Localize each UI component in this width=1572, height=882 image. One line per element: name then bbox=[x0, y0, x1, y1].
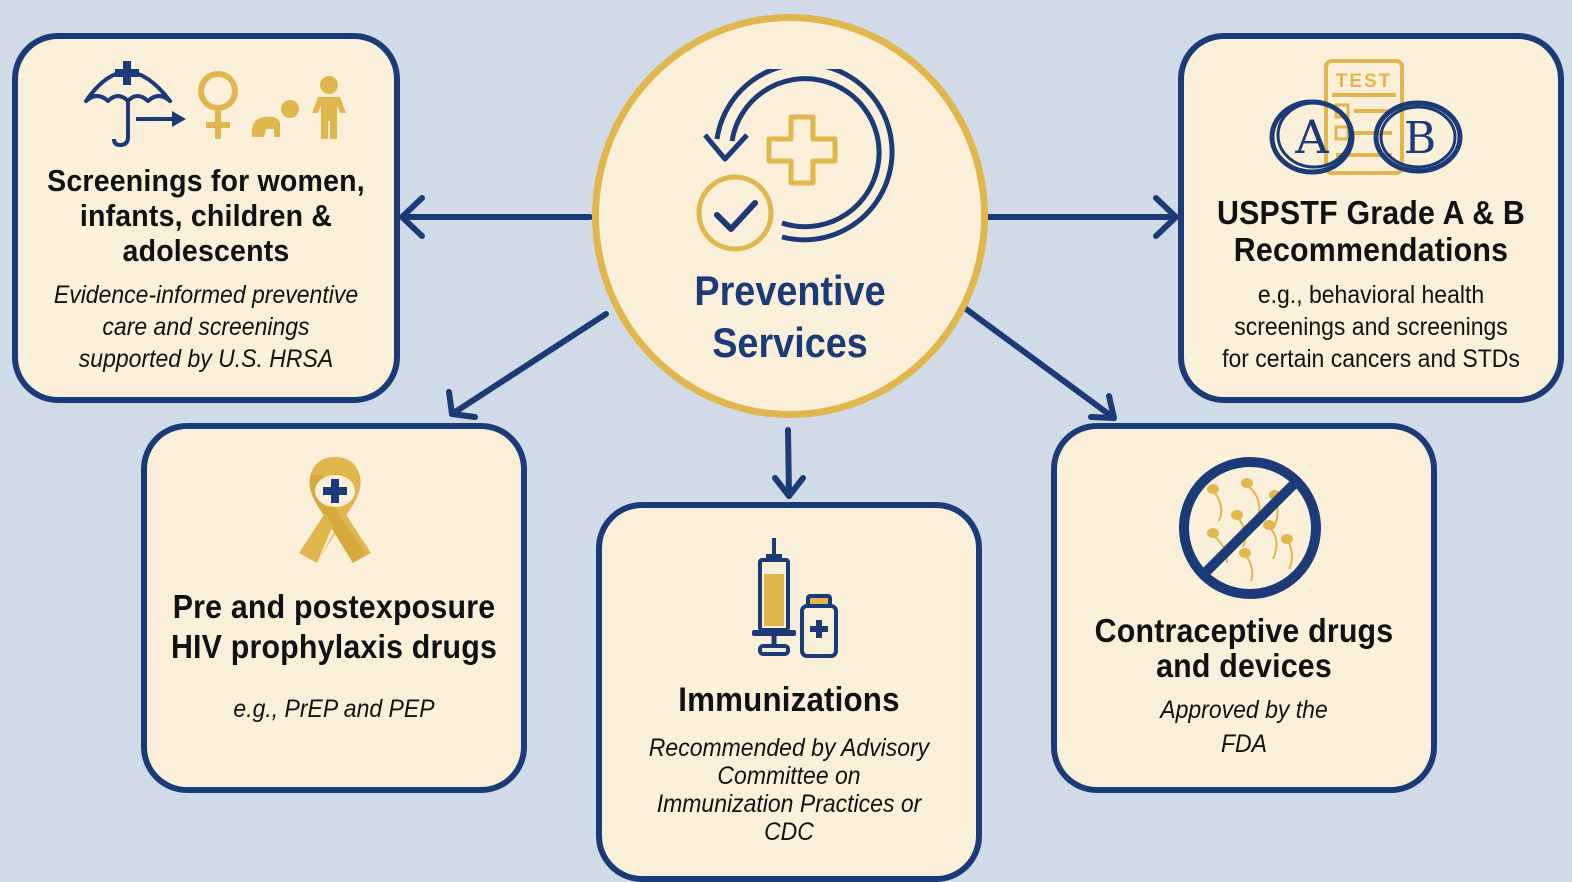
hub-title-line-1: Preventive bbox=[694, 267, 886, 314]
desc-line: for certain cancers and STDs bbox=[1222, 345, 1520, 373]
contraceptive-description: Approved by the FDA bbox=[1072, 693, 1416, 761]
hub-title: Preventive Services bbox=[618, 265, 962, 369]
title-line: infants, children & bbox=[79, 198, 333, 233]
desc-line: Evidence-informed preventive bbox=[53, 281, 359, 309]
desc-line: e.g., PrEP and PEP bbox=[233, 695, 435, 723]
hiv-description: e.g., PrEP and PEP bbox=[162, 693, 506, 725]
desc-line: care and screenings bbox=[102, 313, 310, 341]
hub-circle: Preventive Services bbox=[592, 14, 988, 418]
desc-line: FDA bbox=[1221, 730, 1267, 758]
grade-a: A bbox=[1294, 110, 1329, 164]
arrow-to-contraceptive bbox=[963, 306, 1117, 421]
node-uspstf: TEST A B USPSTF Grade A & B Recommendati… bbox=[1178, 33, 1564, 403]
title-line: Contraceptive drugs bbox=[1094, 612, 1394, 649]
title-line: Recommendations bbox=[1233, 231, 1509, 268]
node-screenings: Screenings for women, infants, children … bbox=[12, 33, 400, 403]
test-label: TEST bbox=[1336, 71, 1393, 92]
screenings-description: Evidence-informed preventive care and sc… bbox=[29, 279, 382, 375]
hiv-title: Pre and postexposure HIV prophylaxis dru… bbox=[162, 587, 506, 667]
title-line: and devices bbox=[1156, 647, 1332, 684]
arrow-to-hiv bbox=[449, 311, 609, 417]
desc-line: Committee on bbox=[717, 762, 861, 790]
node-hiv: Pre and postexposure HIV prophylaxis dru… bbox=[141, 423, 527, 793]
contraceptive-title: Contraceptive drugs and devices bbox=[1072, 613, 1416, 683]
title-line: Pre and postexposure bbox=[172, 588, 496, 625]
no-sperm-icon bbox=[1179, 457, 1321, 599]
node-contraceptive: Contraceptive drugs and devices Approved… bbox=[1051, 423, 1437, 793]
awareness-ribbon-cross-icon bbox=[299, 457, 371, 563]
title-line: adolescents bbox=[122, 233, 290, 268]
desc-line: e.g., behavioral health bbox=[1257, 281, 1485, 309]
desc-line: CDC bbox=[764, 818, 814, 846]
umbrella-cross-icon bbox=[84, 61, 186, 148]
desc-line: Recommended by Advisory bbox=[648, 734, 930, 762]
syringe-vial-icon bbox=[752, 538, 838, 658]
crawling-baby-icon bbox=[251, 100, 299, 137]
refresh-cross-check-icon bbox=[696, 69, 895, 252]
immunizations-description: Recommended by Advisory Committee on Imm… bbox=[613, 734, 964, 846]
screenings-title: Screenings for women, infants, children … bbox=[33, 163, 379, 268]
immunizations-title: Immunizations bbox=[617, 680, 961, 720]
title-line: Immunizations bbox=[678, 681, 900, 719]
grade-b: B bbox=[1404, 113, 1436, 164]
desc-line: Approved by the bbox=[1160, 696, 1328, 724]
desc-line: Immunization Practices or bbox=[656, 790, 922, 818]
title-line: HIV prophylaxis drugs bbox=[170, 628, 498, 665]
test-sheet-grades-icon: TEST A B bbox=[1269, 59, 1463, 175]
title-line: USPSTF Grade A & B bbox=[1216, 194, 1526, 231]
uspstf-description: e.g., behavioral health screenings and s… bbox=[1193, 279, 1548, 375]
uspstf-title: USPSTF Grade A & B Recommendations bbox=[1199, 194, 1543, 268]
child-icon bbox=[312, 76, 346, 139]
arrow-to-immunizations bbox=[785, 427, 792, 499]
node-immunizations: Immunizations Recommended by Advisory Co… bbox=[596, 502, 982, 882]
desc-line: screenings and screenings bbox=[1234, 313, 1508, 341]
hub-title-line-2: Services bbox=[712, 319, 868, 366]
title-line: Screenings for women, bbox=[47, 163, 365, 198]
female-symbol-icon bbox=[198, 71, 238, 139]
desc-line: supported by U.S. HRSA bbox=[78, 345, 334, 373]
